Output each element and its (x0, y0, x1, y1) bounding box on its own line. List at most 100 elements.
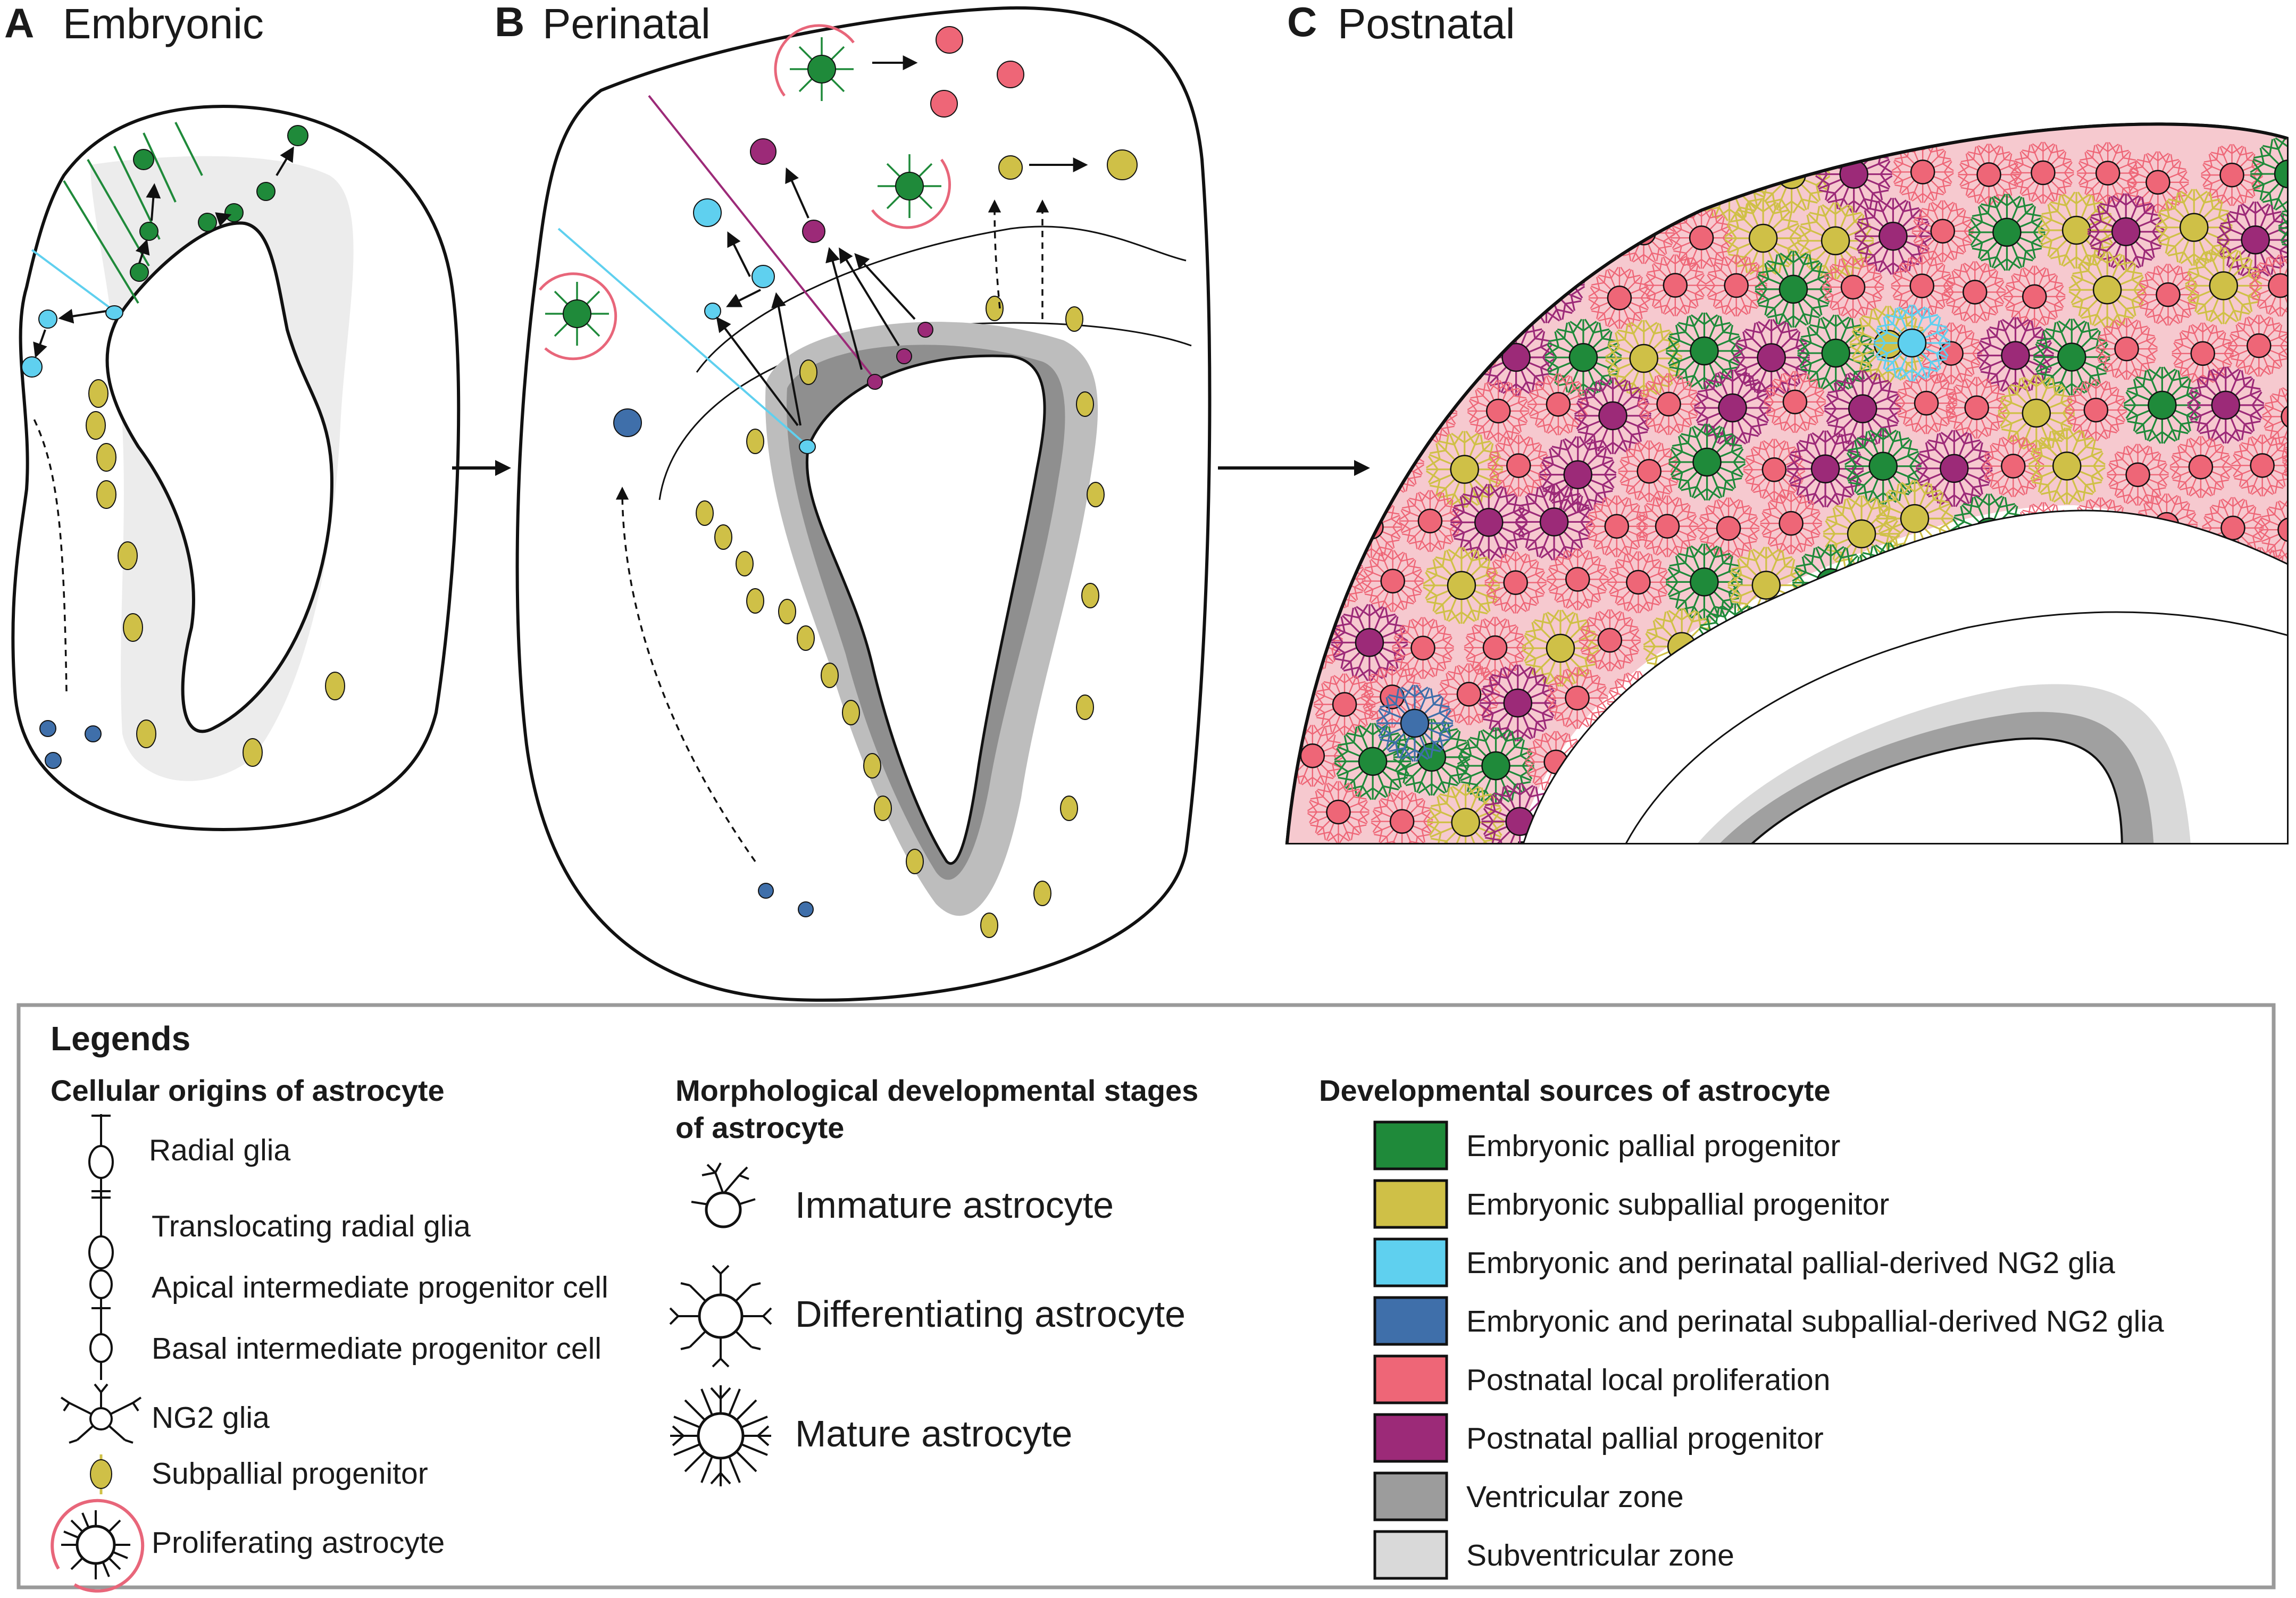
panel-a-letter: A (4, 0, 34, 46)
astrocyte-cell (1498, 200, 1561, 263)
source-label: Embryonic and perinatal pallial-derived … (1466, 1246, 2115, 1280)
astrocyte-cell (1303, 548, 1366, 610)
panel-c-cortex (1287, 124, 2287, 843)
astrocyte-cell (1546, 667, 1609, 730)
morphological-label-1: Immature astrocyte (795, 1184, 1114, 1226)
source-swatch (1373, 1296, 1448, 1346)
panel-b-prolif-green-1 (539, 272, 617, 361)
astrocyte-cell (2172, 322, 2234, 385)
astrocyte-cell (1585, 495, 1648, 558)
astrocyte-cell (1873, 304, 1951, 382)
astrocyte-cell (1423, 547, 1500, 624)
astrocyte-cell (2250, 135, 2287, 213)
astrocyte-cell (1891, 140, 1954, 203)
cellular-origin-label-4: Basal intermediate progenitor cell (152, 1332, 602, 1366)
subpallial-progenitor-symbol (90, 1454, 112, 1494)
panel-b-dashed-arrows (615, 199, 1049, 863)
source-label: Postnatal local proliferation (1466, 1363, 1830, 1397)
astrocyte-cell (1426, 783, 1505, 843)
morphological-label-2: Differentiating astrocyte (795, 1293, 1185, 1335)
panel-a-ventricle (105, 221, 333, 733)
astrocyte-cell (1487, 434, 1550, 497)
astrocyte-cell (2076, 142, 2139, 205)
cellular-origin-label-1: Radial glia (149, 1133, 290, 1167)
panel-b-subpallial-cells (696, 296, 1105, 938)
panel-b-yellow-cells (998, 149, 1138, 180)
panel-c: C Postnatal (1285, 0, 2289, 844)
astrocyte-cell (2227, 314, 2287, 377)
astrocyte-cell (1334, 723, 1412, 800)
panel-a-ng2-pallial-cells (21, 305, 123, 378)
panel-a-ng2-pallial-path (31, 249, 115, 312)
cellular-origin-label-3: Apical intermediate progenitor cell (152, 1270, 608, 1304)
panel-b-ng2-pallial-path (557, 228, 809, 448)
astrocyte-cell (2169, 436, 2232, 498)
astrocyte-cell (1436, 320, 1499, 383)
astrocyte-cell (1484, 551, 1547, 614)
astrocyte-cell (1844, 427, 1922, 505)
source-swatch (1373, 1354, 1448, 1404)
astrocyte-cell (1477, 319, 1555, 396)
panel-a: A Embryonic (4, 0, 461, 832)
panel-b-prolif-green-2 (774, 24, 855, 101)
astrocyte-cell (1515, 483, 1593, 561)
panel-a-migration-path (31, 414, 68, 692)
astrocyte-cell (1438, 663, 1500, 725)
astrocyte-cell (1946, 377, 2008, 439)
astrocyte-cell (1786, 430, 1864, 508)
astrocyte-cell (2065, 379, 2127, 441)
legend-frame (16, 1003, 2276, 1589)
panel-c-inner-line (1621, 611, 2287, 843)
panel-a-subpallial-cells (86, 379, 345, 767)
astrocyte-cell (1668, 423, 1746, 501)
legend-title: Legends (51, 1019, 190, 1058)
astrocyte-cell (1895, 372, 1958, 434)
astrocyte-cell (1764, 371, 1826, 433)
astrocyte-cell (1705, 254, 1768, 317)
panel-b-prolif-green-3 (871, 154, 951, 229)
astrocyte-cell (2087, 193, 2165, 271)
astrocyte-cell (2187, 366, 2265, 444)
astrocyte-cell (1522, 609, 1599, 687)
source-label: Ventricular zone (1466, 1480, 1684, 1514)
panel-b-postnatal-pallial-path (648, 95, 879, 384)
astrocyte-cell (1665, 543, 1743, 621)
astrocyte-cell (1645, 144, 1708, 207)
panel-b-pink-cells (930, 26, 1024, 118)
astrocyte-cell (1539, 436, 1617, 514)
astrocyte-cell (1371, 790, 1433, 843)
astrocyte-cell (1287, 609, 1343, 672)
astrocyte-cell (1822, 256, 1884, 319)
astrocyte-cell (2231, 434, 2287, 497)
astrocyte-cell (1544, 319, 1622, 396)
astrocyte-cell (2011, 141, 2074, 204)
immature-astrocyte-symbol (691, 1162, 756, 1228)
source-swatch (1373, 1179, 1448, 1229)
astrocyte-cell (1638, 373, 1700, 436)
astrocyte-cell (1297, 305, 1374, 382)
astrocyte-cell (2068, 251, 2146, 329)
panel-b-ng2-subpallial-cells (613, 408, 814, 917)
astrocyte-cell (2123, 366, 2201, 444)
astrocyte-cell (2136, 263, 2200, 326)
astrocyte-cell (1402, 267, 1465, 330)
panel-b: B Perinatal (495, 0, 1212, 1002)
source-swatch (1373, 1471, 1448, 1521)
sources-heading: Developmental sources of astrocyte (1319, 1074, 1831, 1107)
astrocyte-cell (1329, 365, 1407, 444)
cellular-origins-heading: Cellular origins of astrocyte (51, 1074, 445, 1107)
astrocyte-cell (1287, 495, 1345, 573)
astrocyte-cell (1579, 147, 1641, 210)
astrocyte-cell (1479, 664, 1557, 742)
ng2-glia-symbol (60, 1383, 142, 1444)
proliferating-astrocyte-symbol (51, 1499, 145, 1593)
source-swatch (1373, 1530, 1448, 1580)
astrocyte-cell (1464, 616, 1526, 679)
astrocyte-cell (1607, 551, 1669, 614)
astrocyte-cell (2095, 317, 2158, 380)
astrocyte-cell (1399, 490, 1462, 553)
astrocyte-cell (2126, 151, 2189, 214)
astrocyte-cell (1287, 145, 1340, 208)
